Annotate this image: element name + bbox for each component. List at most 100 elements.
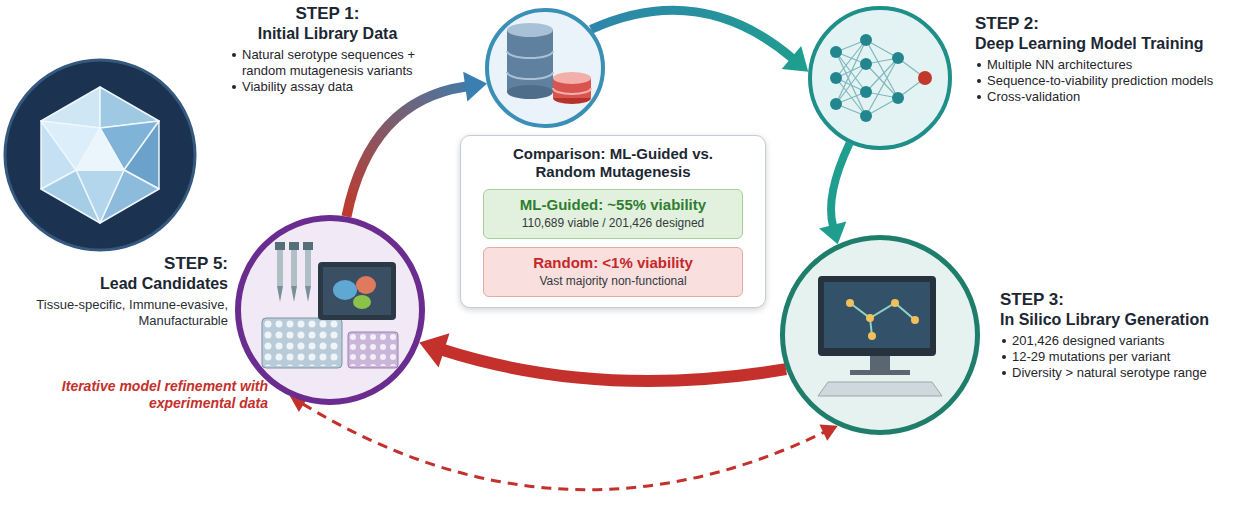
- flow-arrow: [419, 333, 786, 381]
- bullet-dot: [1002, 355, 1006, 359]
- bullet-dot: [977, 79, 981, 83]
- result-box: ML-Guided: ~55% viability 110,689 viable …: [483, 189, 743, 239]
- neural-network-illustration-part-part: [892, 92, 904, 104]
- computer-circle: STEP 3:In Silico Library Generation201,4…: [780, 235, 980, 435]
- bullet-text: Sequence-to-viability prediction models: [987, 73, 1213, 89]
- computer-illustration-part: [818, 276, 936, 356]
- neural-network-illustration-part: [918, 71, 932, 85]
- database-illustration-part: [507, 51, 553, 79]
- neural-network-illustration-part-part: [860, 58, 872, 70]
- bullet-text: Diversity > natural serotype range: [1012, 365, 1207, 381]
- computer-illustration-part: [846, 299, 919, 340]
- flow-arrow: [591, 10, 808, 71]
- bullet-dot: [232, 53, 236, 57]
- computer-illustration-part: [824, 282, 930, 348]
- neural-network-illustration-part: [808, 6, 952, 150]
- step-number: STEP 3:: [1000, 290, 1247, 310]
- capsid-illustration-part-part: [76, 128, 124, 170]
- arrow-head: [463, 72, 487, 102]
- bullet-row: Viability assay data: [230, 79, 425, 95]
- arrow-head: [819, 222, 846, 245]
- connector-line: [831, 143, 850, 226]
- neural-network-illustration: [808, 6, 952, 150]
- lab-illustration-part: [356, 276, 376, 294]
- computer-illustration-part-part: [911, 316, 919, 324]
- neural-network-illustration-part-part: [830, 46, 842, 58]
- bullet-text: Viability assay data: [242, 79, 353, 95]
- step-title: Lead Candidates: [20, 274, 228, 294]
- bullet-text: Multiple NN architectures: [987, 57, 1132, 73]
- bullet-row: 12-29 mutations per variant: [1000, 349, 1247, 365]
- lab-illustration-part: [353, 295, 371, 309]
- arrow-head: [419, 333, 449, 367]
- lab-illustration-part: [303, 242, 313, 250]
- bullet-row: Sequence-to-viability prediction models: [975, 73, 1247, 89]
- lab-illustration-part: [277, 250, 283, 286]
- connector-line: [346, 86, 466, 216]
- computer-illustration-part: [870, 356, 890, 370]
- flow-arrow: [819, 143, 849, 244]
- bullet-dot: [977, 63, 981, 67]
- computer-illustration-part-part: [868, 332, 876, 340]
- neural-network-illustration-part-part: [860, 86, 872, 98]
- bullet-dot: [1002, 339, 1006, 343]
- bullet-row: Natural serotype sequences + random muta…: [230, 47, 425, 79]
- ring-outline: [808, 6, 952, 150]
- computer-illustration-part-part: [891, 299, 899, 307]
- ring-stroke: [783, 238, 978, 433]
- bullet-row: Diversity > natural serotype range: [1000, 365, 1247, 381]
- bullet-row: Cross-validation: [975, 89, 1247, 105]
- stat-headline: Random: <1% viability: [492, 254, 734, 272]
- lab-illustration-part: [291, 250, 297, 286]
- lab-illustration-part: [305, 286, 311, 302]
- database-illustration-part: [553, 88, 591, 94]
- lab-illustration-part: [275, 242, 285, 250]
- comparison-box: Comparison: ML-Guided vs. Random Mutagen…: [460, 135, 766, 308]
- capsid-illustration-part: [5, 60, 195, 250]
- stat-headline: ML-Guided: ~55% viability: [492, 196, 734, 214]
- ring-outline: [780, 235, 980, 435]
- result-box: Random: <1% viabilityVast majority non-f…: [483, 247, 743, 297]
- ring-stroke: [238, 218, 422, 402]
- arrow-head: [819, 424, 837, 440]
- lab-illustration-part: [318, 262, 396, 320]
- network-circle: STEP 2:Deep Learning Model TrainingMulti…: [808, 6, 952, 150]
- database-circle: STEP 1:Initial Library DataNatural serot…: [485, 8, 605, 128]
- lab-illustration-part: [264, 320, 340, 366]
- capsid-illustration-part: [41, 87, 159, 223]
- lab-illustration-part: [277, 286, 283, 302]
- connector-line: [443, 350, 786, 381]
- lab-illustration-part: [350, 334, 396, 366]
- bullet-dot: [977, 95, 981, 99]
- box-title: Comparison: ML-Guided vs. Random Mutagen…: [493, 145, 733, 181]
- neural-network-illustration-part-part: [830, 72, 842, 84]
- lab-illustration-part: [291, 286, 297, 302]
- step-title: In Silico Library Generation: [1000, 310, 1247, 330]
- lab-illustration: [235, 215, 425, 405]
- ring-outline: [485, 8, 605, 128]
- stat-detail: 110,689 viable / 201,426 designed: [492, 216, 734, 231]
- stat-detail: Vast majority non-functional: [492, 274, 734, 289]
- lab-circle: STEP 5:Lead CandidatesTissue-specific, I…: [235, 215, 425, 405]
- neural-network-illustration-part: [836, 40, 925, 116]
- step-title: Initial Library Data: [230, 24, 425, 44]
- step-caption: STEP 1:Initial Library DataNatural serot…: [230, 4, 425, 95]
- lab-illustration-part: [323, 267, 391, 315]
- arrow-head: [782, 46, 808, 72]
- step-caption: STEP 3:In Silico Library Generation201,4…: [1000, 290, 1247, 381]
- database-illustration: [485, 8, 605, 128]
- ring-stroke: [810, 8, 950, 148]
- neural-network-illustration-part-part: [860, 110, 872, 122]
- step-number: STEP 1:: [230, 4, 425, 24]
- bullet-text: 12-29 mutations per variant: [1012, 349, 1170, 365]
- computer-illustration-part: [850, 303, 915, 336]
- connector-line: [303, 404, 825, 490]
- ring-stroke: [487, 10, 603, 126]
- database-illustration-part: [485, 8, 605, 128]
- flow-arrow: [290, 396, 838, 490]
- neural-network-illustration-part-part: [892, 52, 904, 64]
- step-caption: STEP 5:Lead CandidatesTissue-specific, I…: [20, 254, 228, 329]
- lab-illustration-part: [262, 318, 342, 368]
